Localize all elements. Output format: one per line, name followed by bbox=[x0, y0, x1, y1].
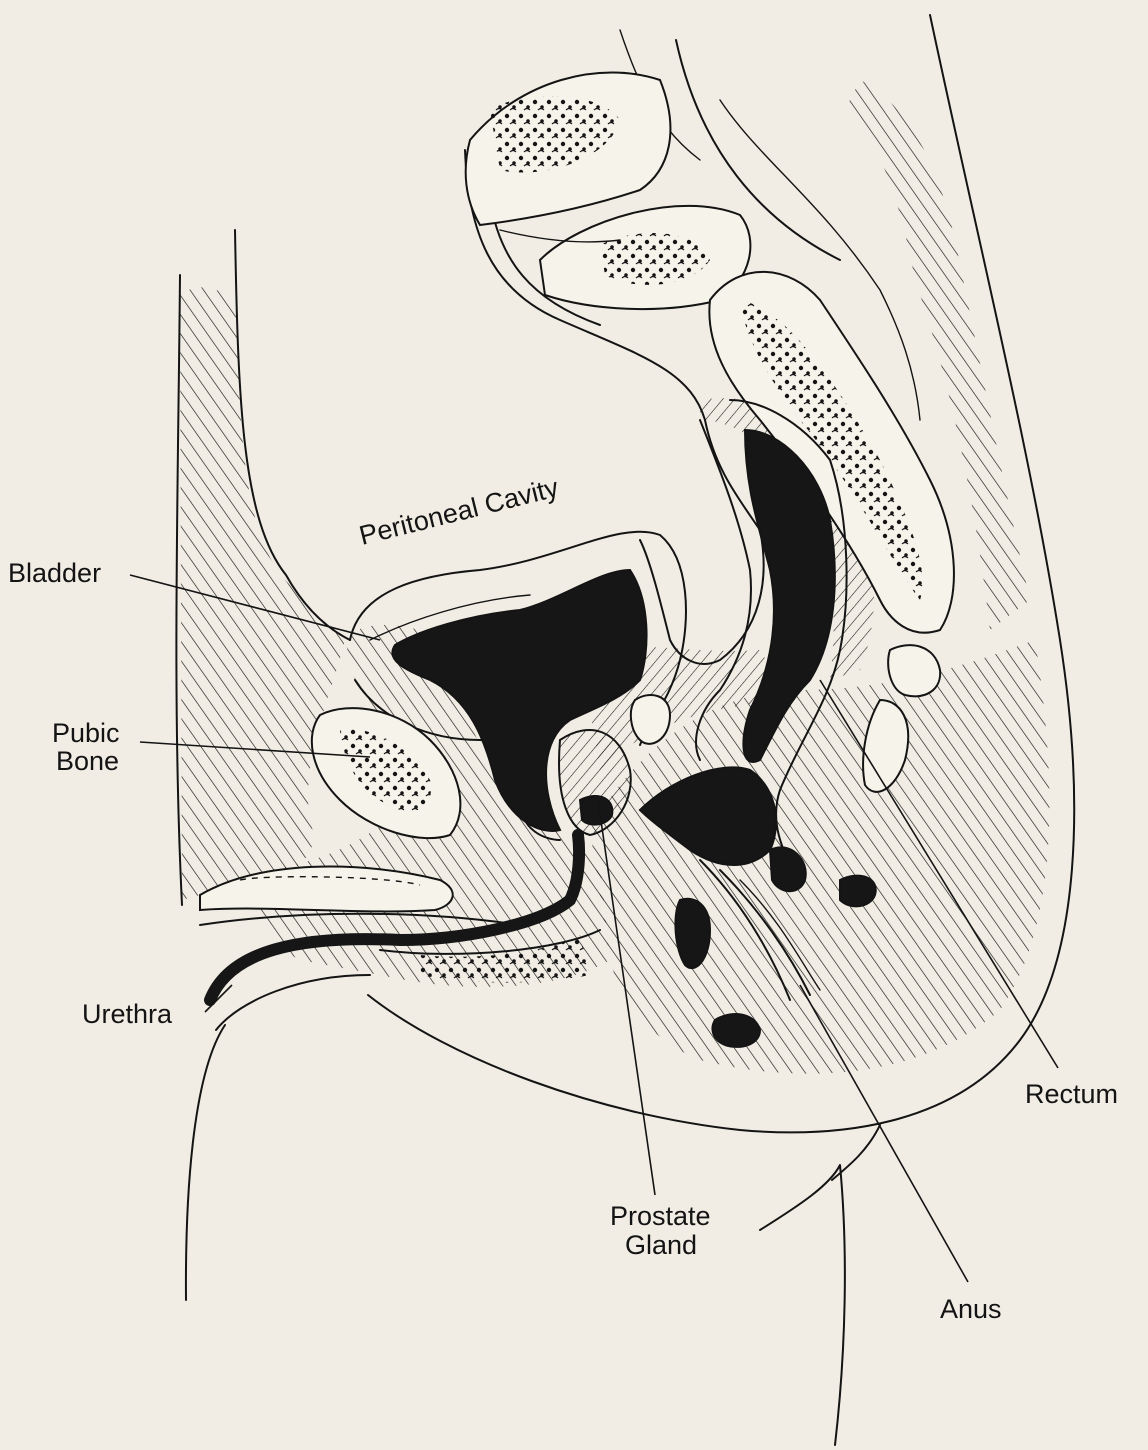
pubic-bone-label-line2: Bone bbox=[56, 746, 119, 776]
peritoneal-cavity-label: Peritoneal Cavity bbox=[356, 472, 562, 551]
pubic-bone-label-line1: Pubic bbox=[52, 718, 120, 748]
prostate-label-line1: Prostate bbox=[610, 1201, 711, 1231]
anus-label: Anus bbox=[940, 1294, 1002, 1324]
prostate-label-line2: Gland bbox=[625, 1230, 697, 1260]
rectum-label: Rectum bbox=[1025, 1079, 1118, 1109]
urethra-label: Urethra bbox=[82, 999, 173, 1029]
bladder-label: Bladder bbox=[8, 558, 101, 588]
